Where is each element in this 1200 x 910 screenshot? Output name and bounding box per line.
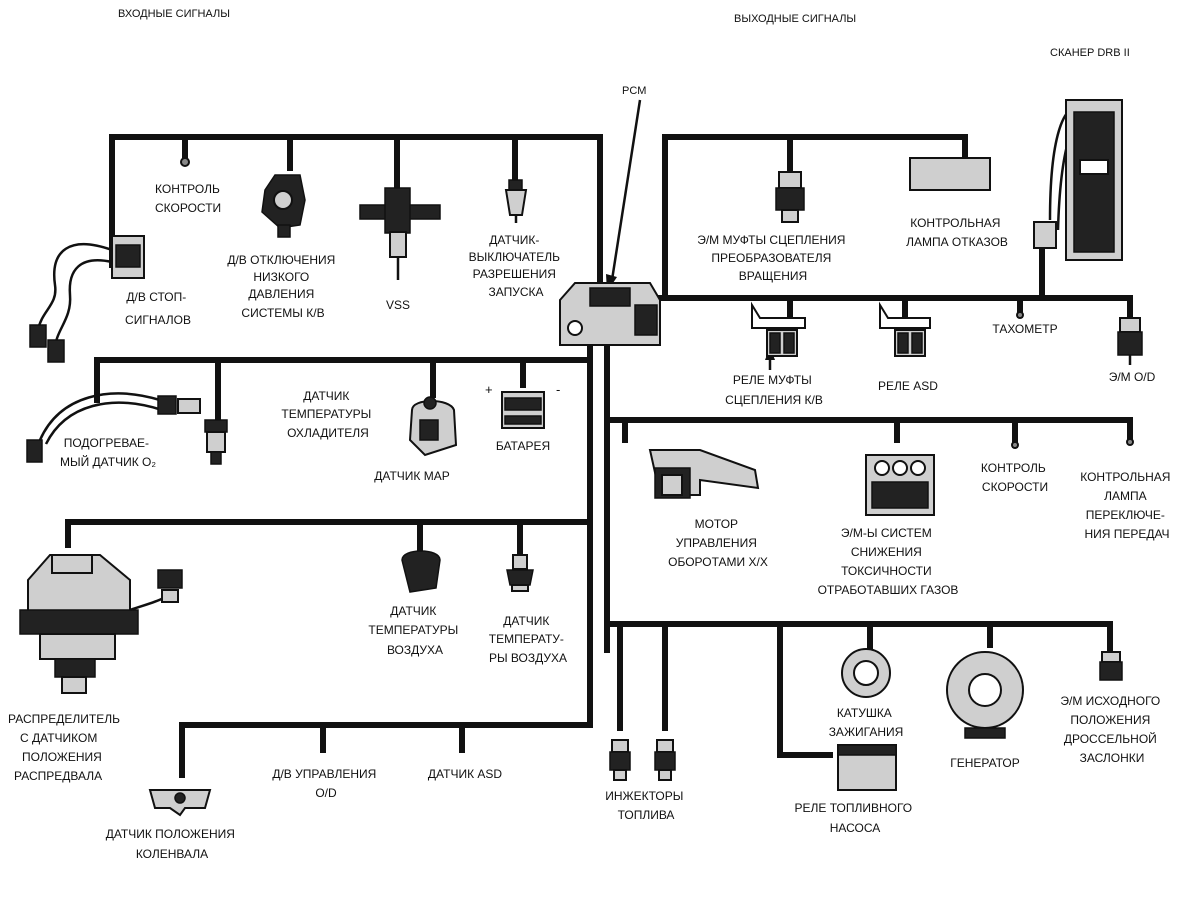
- od-switch-label: Д/В УПРАВЛЕНИЯ O/D: [272, 767, 379, 800]
- o2-sensor-label: ПОДОГРЕВАЕ- МЫЙ ДАТЧИК O₂: [60, 436, 156, 469]
- outputs-header: ВЫХОДНЫЕ СИГНАЛЫ: [734, 13, 856, 25]
- speed-control-in-label: КОНТРОЛЬ СКОРОСТИ: [155, 182, 223, 215]
- ignition-coil-label: КАТУШКА ЗАЖИГАНИЯ: [829, 706, 904, 739]
- wire-harness: [65, 99, 1133, 778]
- speed-control-in-icon: [180, 157, 190, 167]
- vss-icon: [359, 187, 441, 280]
- battery-label: БАТАРЕЯ: [496, 439, 550, 453]
- coolant-temp-label: ДАТЧИК ТЕМПЕРАТУРЫ ОХЛАДИТЕЛЯ: [281, 389, 374, 440]
- o2-sensor-icon: [26, 392, 201, 463]
- asd-relay-label: РЕЛЕ ASD: [878, 379, 938, 393]
- inputs-header: ВХОДНЫЕ СИГНАЛЫ: [118, 8, 230, 20]
- brake-switch-icon: [29, 235, 145, 363]
- air-temp-2-icon: [506, 554, 534, 592]
- generator-icon: [946, 651, 1024, 739]
- ignition-coil-icon: [841, 648, 891, 698]
- speed-control-out-label: КОНТРОЛЬ СКОРОСТИ: [981, 461, 1049, 494]
- air-temp-1-label: ДАТЧИК ТЕМПЕРАТУРЫ ВОЗДУХА: [368, 604, 461, 657]
- shift-lamp-label: КОНТРОЛЬНАЯ ЛАМПА ПЕРЕКЛЮЧЕ- НИЯ ПЕРЕДАЧ: [1080, 470, 1174, 541]
- coolant-temp-icon: [204, 419, 228, 465]
- ac-low-pressure-icon: [261, 174, 306, 238]
- scanner-label: СКАНЕР DRB II: [1050, 47, 1130, 59]
- emission-solenoids-label: Э/М-Ы СИСТЕМ СНИЖЕНИЯ ТОКСИЧНОСТИ ОТРАБО…: [818, 526, 959, 597]
- map-sensor-label: ДАТЧИК МАР: [374, 469, 449, 483]
- crank-sensor-icon: [148, 789, 212, 817]
- fuel-pump-relay-label: РЕЛЕ ТОПЛИВНОГО НАСОСА: [795, 801, 916, 835]
- asd-sensor-label: ДАТЧИК ASD: [428, 767, 502, 781]
- battery-minus: -: [556, 382, 560, 397]
- pcm-label: PCM: [622, 85, 646, 97]
- od-solenoid-icon: [1117, 317, 1143, 365]
- od-solenoid-label: Э/М O/D: [1109, 370, 1156, 384]
- injectors-label: ИНЖЕКТОРЫ ТОПЛИВА: [605, 789, 686, 822]
- scanner-icon: [1033, 99, 1123, 261]
- injectors-icon: [609, 739, 676, 781]
- generator-label: ГЕНЕРАТОР: [950, 756, 1020, 770]
- vss-label: VSS: [386, 298, 410, 312]
- start-switch-icon: [504, 179, 528, 223]
- ac-clutch-relay-label: РЕЛЕ МУФТЫ СЦЕПЛЕНИЯ К/В: [725, 373, 823, 407]
- mil-lamp-label: КОНТРОЛЬНАЯ ЛАМПА ОТКАЗОВ: [906, 216, 1008, 249]
- asd-relay-icon: [879, 301, 931, 357]
- pcm-module: [559, 282, 661, 346]
- air-temp-1-icon: [401, 550, 441, 593]
- mil-lamp-icon: [909, 157, 991, 191]
- tcc-solenoid-label: Э/М МУФТЫ СЦЕПЛЕНИЯ ПРЕОБРАЗОВАТЕЛЯ ВРАЩ…: [697, 233, 849, 283]
- distributor-icon: [19, 554, 183, 694]
- throttle-solenoid-label: Э/М ИСХОДНОГО ПОЛОЖЕНИЯ ДРОССЕЛЬНОЙ ЗАСЛ…: [1060, 694, 1163, 765]
- emission-solenoids-icon: [865, 454, 935, 516]
- battery-plus: +: [485, 382, 493, 397]
- tachometer-icon: [1016, 311, 1024, 319]
- shift-lamp-icon: [1126, 438, 1134, 446]
- tcc-solenoid-icon: [775, 171, 805, 223]
- start-switch-label: ДАТЧИК- ВЫКЛЮЧАТЕЛЬ РАЗРЕШЕНИЯ ЗАПУСКА: [469, 233, 564, 299]
- map-sensor-icon: [408, 396, 458, 457]
- battery-icon: + -: [485, 382, 560, 429]
- air-temp-2-label: ДАТЧИК ТЕМПЕРАТУ- РЫ ВОЗДУХА: [489, 614, 568, 665]
- ac-clutch-relay-icon: [751, 301, 806, 357]
- tachometer-label: ТАХОМЕТР: [992, 322, 1057, 336]
- iac-motor-icon: [648, 449, 760, 499]
- brake-switch-label: Д/В СТОП- СИГНАЛОВ: [125, 290, 191, 327]
- ac-low-pressure-label: Д/В ОТКЛЮЧЕНИЯ НИЗКОГО ДАВЛЕНИЯ СИСТЕМЫ …: [227, 253, 338, 320]
- throttle-solenoid-icon: [1099, 651, 1123, 681]
- iac-motor-label: МОТОР УПРАВЛЕНИЯ ОБОРОТАМИ Х/Х: [668, 517, 768, 569]
- distributor-label: РАСПРЕДЕЛИТЕЛЬ С ДАТЧИКОМ ПОЛОЖЕНИЯ РАСП…: [8, 712, 123, 783]
- crank-sensor-label: ДАТЧИК ПОЛОЖЕНИЯ КОЛЕНВАЛА: [106, 827, 239, 861]
- speed-control-out-icon: [1011, 441, 1019, 449]
- fuel-pump-relay-icon: [837, 744, 897, 791]
